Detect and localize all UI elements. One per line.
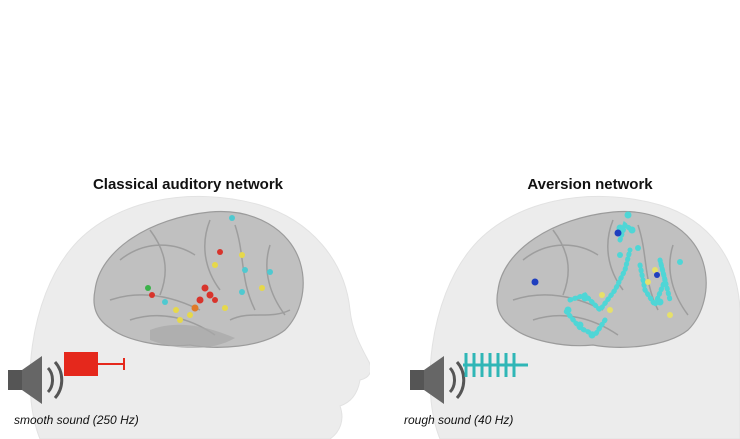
node: [191, 304, 199, 312]
node: [564, 306, 572, 314]
caption: rough sound (40 Hz): [404, 413, 514, 427]
node: [652, 267, 658, 273]
node: [267, 269, 273, 275]
speaker-icon: [410, 356, 466, 404]
node: [654, 272, 660, 278]
node: [229, 215, 235, 221]
node: [614, 229, 622, 237]
node: [201, 284, 209, 292]
left-scene: [8, 195, 370, 439]
speaker-icon: [8, 356, 64, 404]
node: [222, 305, 228, 311]
node: [217, 249, 223, 255]
brain-illustration: [496, 210, 707, 348]
panel-title: Classical auditory network: [92, 176, 284, 193]
panel-title: Aversion network: [527, 176, 653, 193]
node: [624, 211, 632, 219]
node: [656, 298, 664, 306]
node: [177, 317, 183, 323]
node: [212, 262, 218, 268]
node: [576, 321, 584, 329]
brain-illustration: [93, 210, 304, 349]
node: [173, 307, 179, 313]
caption: smooth sound (250 Hz): [14, 413, 139, 427]
node: [531, 278, 539, 286]
node: [239, 289, 245, 295]
node: [635, 245, 641, 251]
node: [239, 252, 245, 258]
node: [645, 279, 651, 285]
right-scene: [410, 195, 740, 439]
node: [607, 307, 613, 313]
node: [162, 299, 168, 305]
right-panel: Aversion network rough sound (40 Hz): [370, 170, 740, 439]
node: [206, 291, 214, 299]
node: [581, 294, 589, 302]
node: [259, 285, 265, 291]
node: [628, 226, 636, 234]
node: [617, 252, 623, 258]
node: [242, 267, 248, 273]
node: [212, 297, 218, 303]
node: [196, 296, 204, 304]
smooth-waveform-icon: [64, 352, 125, 376]
node: [588, 331, 596, 339]
network-nodes: [145, 215, 273, 323]
node: [187, 312, 193, 318]
node: [145, 285, 151, 291]
left-panel: Classical auditory network smooth sound …: [0, 170, 370, 439]
rough-waveform-icon: [463, 353, 528, 377]
node: [677, 259, 683, 265]
node: [599, 292, 605, 298]
network-nodes: [531, 211, 683, 339]
node: [667, 312, 673, 318]
node: [149, 292, 155, 298]
